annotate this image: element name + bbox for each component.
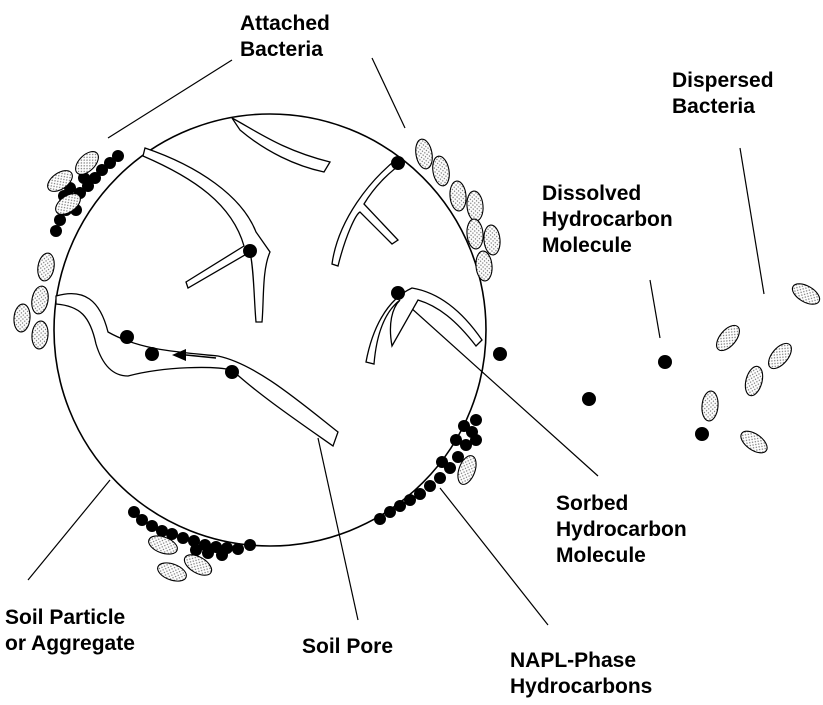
- napl-droplet: [54, 214, 66, 226]
- napl-droplet: [50, 225, 62, 237]
- label-sorbed-molecule: Sorbed Hydrocarbon Molecule: [556, 491, 687, 569]
- molecule-dot: [695, 427, 709, 441]
- leader-dissolved: [650, 280, 660, 338]
- bacterium-icon: [466, 190, 485, 221]
- bacterium-icon: [764, 339, 796, 372]
- molecule-dot: [391, 286, 405, 300]
- napl-droplet: [136, 514, 148, 526]
- bacterium-icon: [31, 320, 49, 349]
- napl-droplet: [470, 434, 482, 446]
- label-dissolved-molecule: Dissolved Hydrocarbon Molecule: [542, 181, 673, 259]
- molecule-dot: [225, 365, 239, 379]
- bacterium-icon: [30, 285, 51, 315]
- molecule-dot: [243, 244, 257, 258]
- napl-droplet: [414, 488, 426, 500]
- leader-attached-left: [108, 60, 232, 138]
- napl-droplet: [424, 480, 436, 492]
- bacterium-icon: [36, 252, 57, 282]
- napl-droplet: [216, 549, 228, 561]
- bacterium-icon: [13, 303, 31, 332]
- napl-droplet: [374, 513, 386, 525]
- soil-particle-circle: [54, 114, 486, 546]
- label-soil-particle: Soil Particle or Aggregate: [5, 605, 135, 657]
- label-dispersed-bacteria: Dispersed Bacteria: [672, 68, 774, 120]
- bacterium-icon: [789, 280, 823, 309]
- napl-droplet: [394, 500, 406, 512]
- napl-droplet: [384, 506, 396, 518]
- leader-napl: [440, 488, 548, 625]
- pore-channel-upper-left: [143, 148, 270, 322]
- bacterium-icon: [701, 390, 720, 421]
- pore-channel-top: [232, 118, 330, 172]
- label-soil-pore: Soil Pore: [302, 634, 393, 660]
- pore-channel-upper-right: [332, 158, 404, 266]
- bacterium-icon: [431, 155, 452, 187]
- molecule-dot: [145, 347, 159, 361]
- molecule-dot: [658, 355, 672, 369]
- napl-droplet: [232, 543, 244, 555]
- napl-droplet: [177, 532, 189, 544]
- napl-droplet: [404, 494, 416, 506]
- leader-sorbed: [400, 298, 598, 476]
- napl-droplet: [190, 544, 202, 556]
- napl-droplet: [450, 434, 462, 446]
- napl-droplet: [202, 547, 214, 559]
- bacterium-icon: [449, 180, 468, 211]
- napl-droplet: [436, 456, 448, 468]
- molecule-dot: [391, 156, 405, 170]
- bacterium-icon: [712, 321, 744, 354]
- bacterium-icon: [414, 138, 435, 170]
- napl-droplet: [458, 420, 470, 432]
- bacterium-icon: [737, 427, 771, 457]
- leader-soil-particle: [28, 480, 110, 580]
- pore-channel-lower-left: [56, 294, 338, 446]
- leader-attached-right: [372, 58, 405, 128]
- napl-droplet: [244, 539, 256, 551]
- napl-droplet: [434, 472, 446, 484]
- bacterium-icon: [155, 559, 189, 584]
- molecule-dot: [493, 347, 507, 361]
- bacterium-icon: [483, 224, 502, 255]
- bacterium-icon: [742, 364, 765, 397]
- napl-droplet: [470, 414, 482, 426]
- bacterium-icon: [475, 250, 494, 281]
- label-napl-phase: NAPL-Phase Hydrocarbons: [510, 648, 652, 700]
- label-attached-bacteria: Attached Bacteria: [240, 11, 330, 63]
- leader-dispersed: [740, 148, 764, 294]
- molecule-dot: [120, 330, 134, 344]
- pore-channel-lower-right: [366, 288, 482, 364]
- molecule-dot: [582, 392, 596, 406]
- soil-pores: [56, 118, 482, 446]
